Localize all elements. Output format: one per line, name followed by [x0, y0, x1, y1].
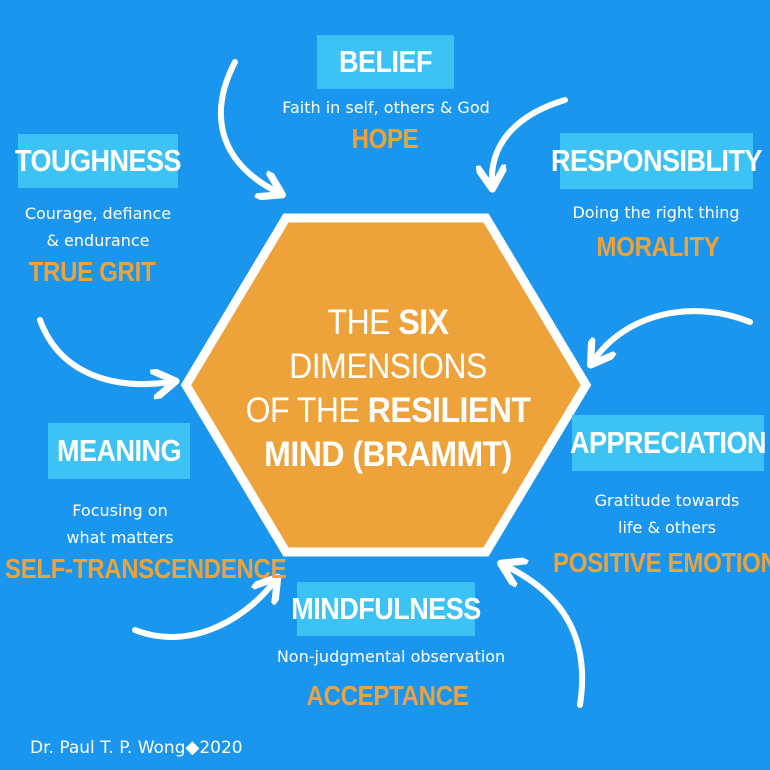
arrow-toughness: [37, 317, 170, 384]
belief-description: Faith in self, others & God: [282, 98, 490, 117]
belief-theme: HOPE: [351, 123, 419, 155]
meaning-description-line-2: what matters: [66, 528, 174, 547]
toughness-theme: TRUE GRIT: [28, 256, 156, 288]
credit-year: 2020: [199, 738, 243, 758]
meaning-label: MEANING: [48, 423, 190, 479]
toughness-label: TOUGHNESS: [15, 134, 182, 188]
author-credit: Dr. Paul T. P. Wong◆2020: [30, 737, 243, 758]
responsibility-label: RESPONSIBLITY: [551, 133, 763, 189]
center-title-line-3: MIND (BRAMMT): [264, 434, 512, 474]
credit-author: Dr. Paul T. P. Wong: [30, 738, 186, 758]
toughness-description: Courage, defiance & endurance: [4, 200, 192, 254]
appreciation-description-line-2: life & others: [618, 518, 716, 537]
mindfulness-theme: ACCEPTANCE: [306, 680, 469, 712]
mindfulness-label: MINDFULNESS: [291, 582, 481, 636]
arrow-belief: [217, 59, 277, 192]
toughness-description-line-1: Courage, defiance: [24, 204, 172, 223]
arrow-responsibility: [492, 97, 568, 183]
belief-label: BELIEF: [317, 35, 454, 89]
appreciation-label: APPRECIATION: [570, 415, 767, 471]
arrow-mindfulness-right: [506, 566, 586, 708]
arrow-appreciation: [594, 308, 753, 360]
mindfulness-description: Non-judgmental observation: [276, 647, 506, 666]
center-title-line-1: THE SIX DIMENSIONS: [289, 302, 487, 386]
meaning-description-line-1: Focusing on: [72, 501, 168, 520]
center-title: THE SIX DIMENSIONS OF THE RESILIENT MIND…: [233, 300, 543, 476]
responsibility-theme: MORALITY: [596, 231, 720, 263]
center-title-line-2: OF THE RESILIENT: [245, 390, 531, 430]
toughness-description-line-2: & endurance: [46, 231, 150, 250]
diamond-icon: ◆: [185, 737, 200, 758]
arrow-meaning: [132, 582, 274, 640]
meaning-description: Focusing on what matters: [20, 497, 220, 551]
hexagon-shape: [180, 213, 592, 557]
appreciation-theme: POSITIVE EMOTIONS: [553, 547, 770, 579]
meaning-theme: SELF-TRANSCENDENCE: [5, 553, 287, 585]
responsibility-description: Doing the right thing: [572, 203, 740, 222]
appreciation-description: Gratitude towards life & others: [560, 487, 770, 541]
appreciation-description-line-1: Gratitude towards: [594, 491, 740, 510]
